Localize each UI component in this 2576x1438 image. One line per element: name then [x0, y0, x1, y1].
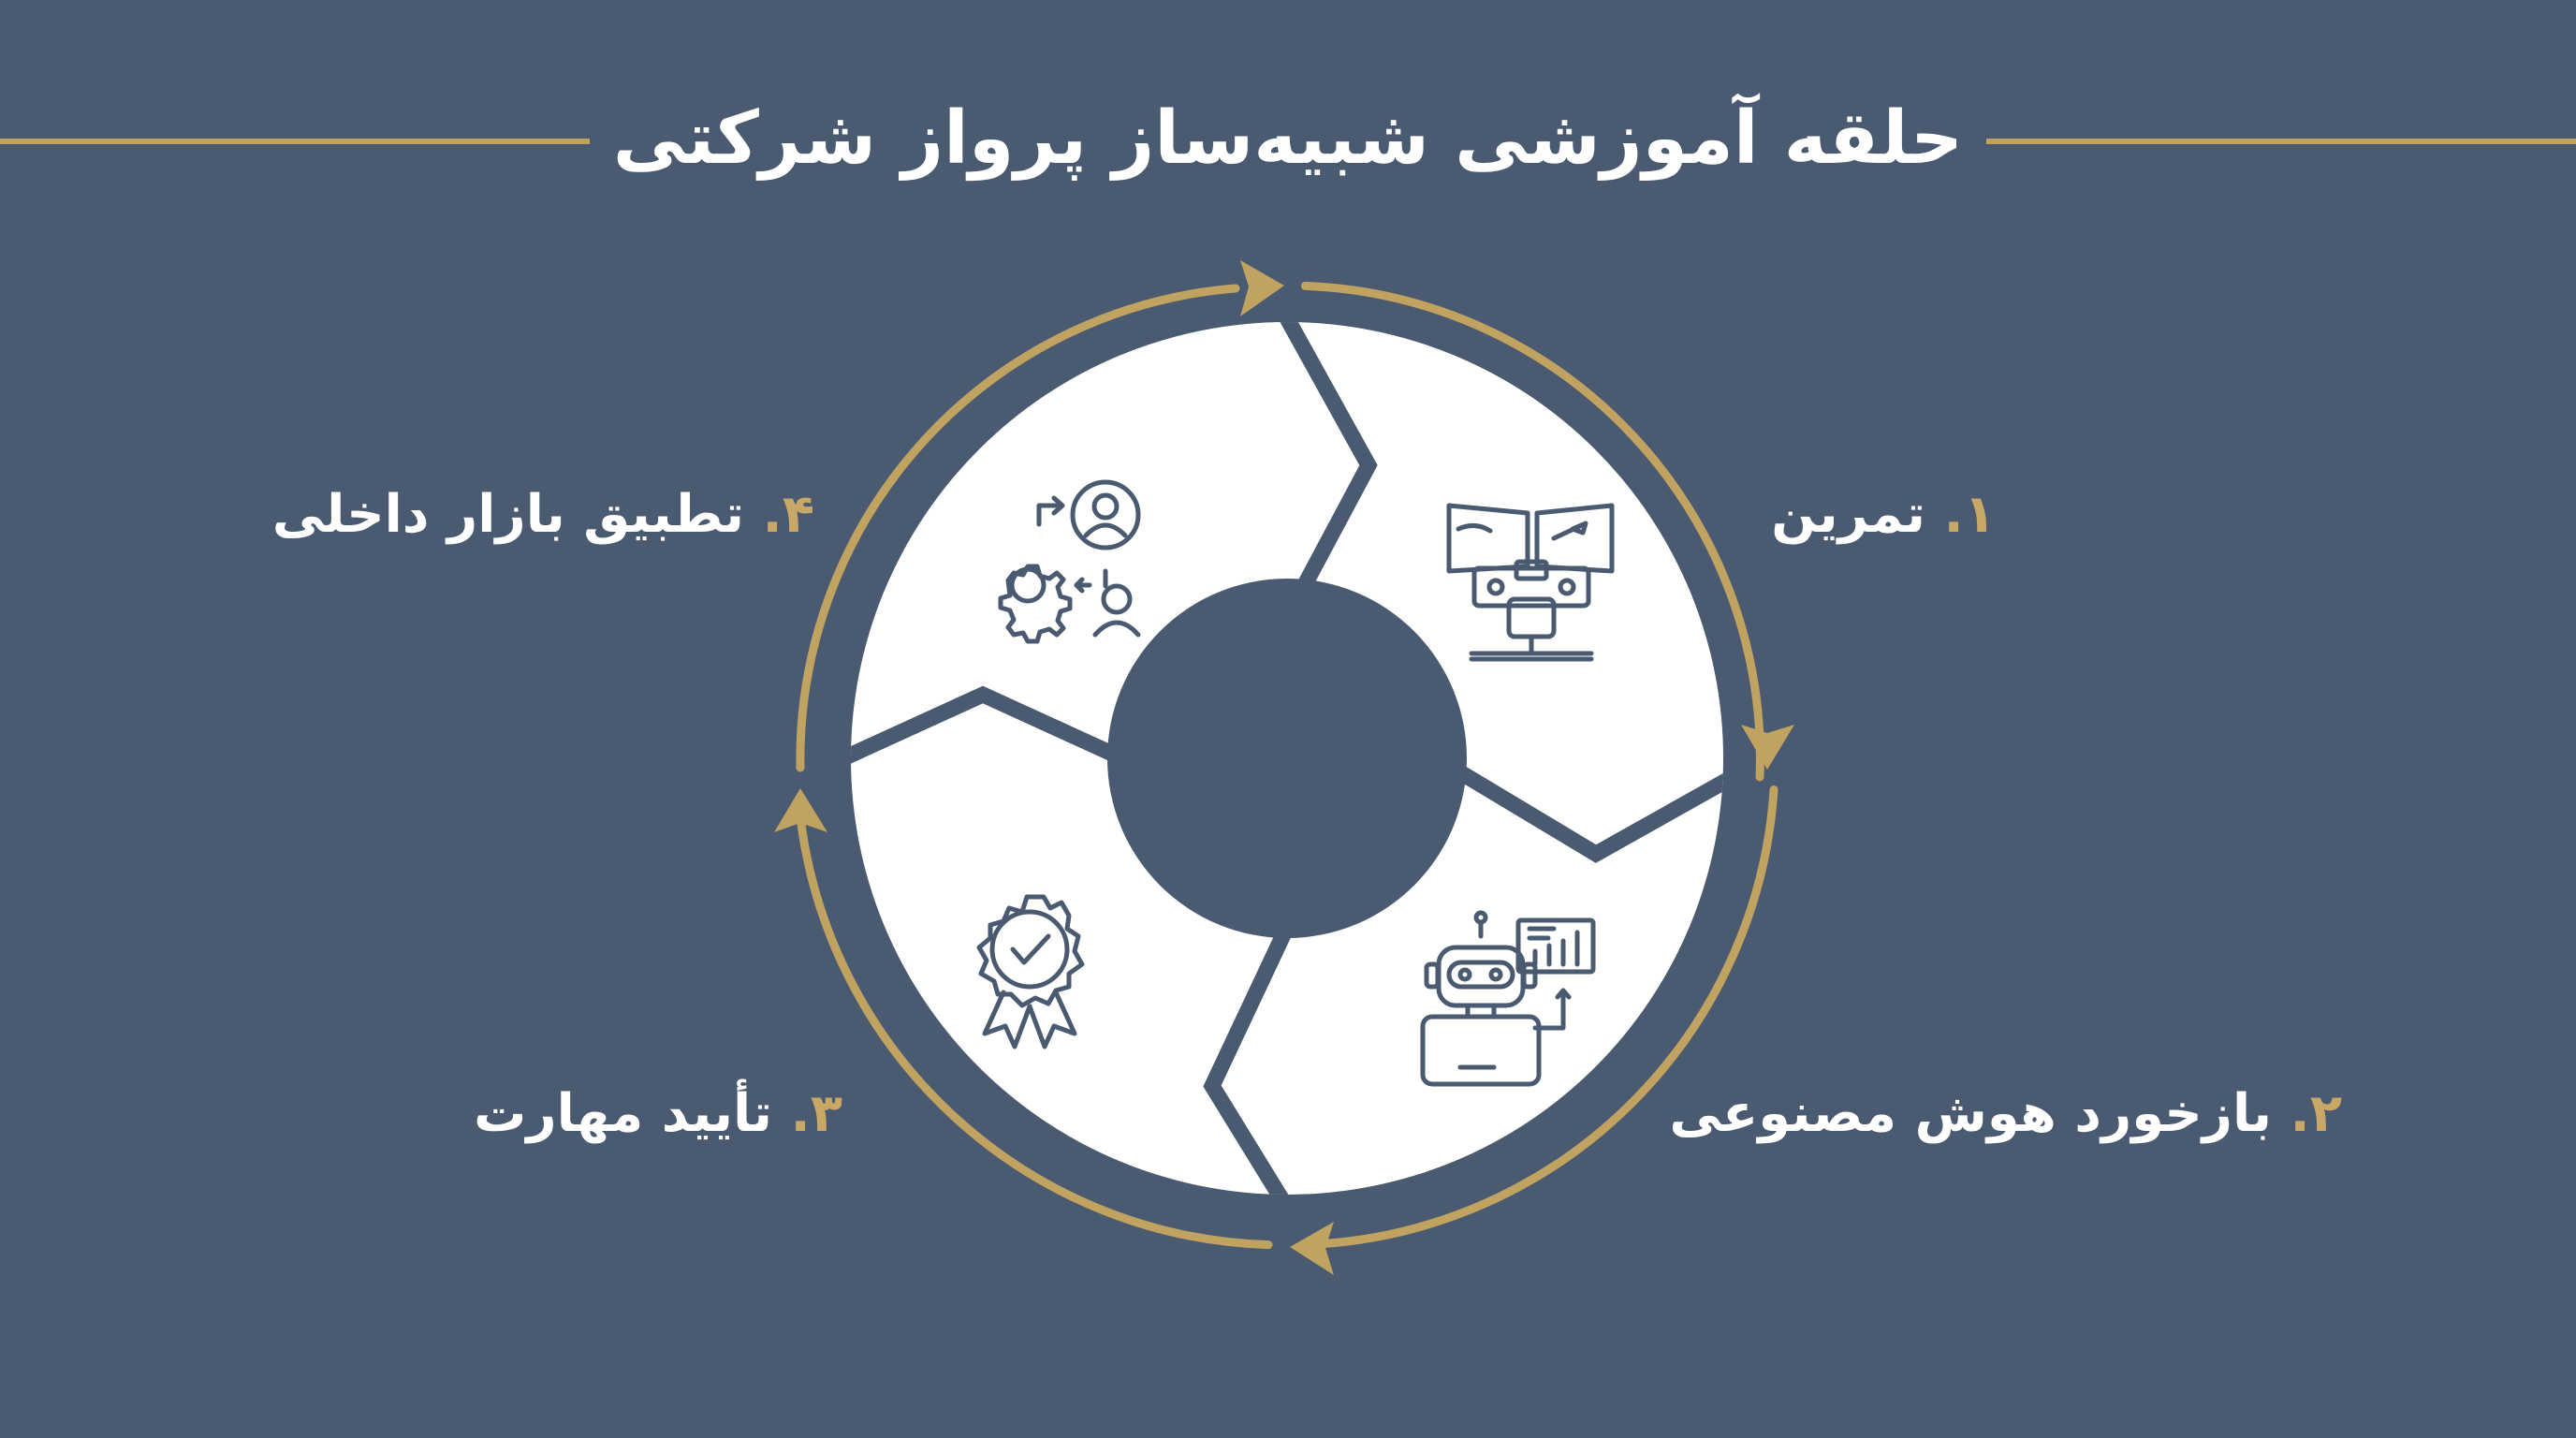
- arrowhead-bottom: [1290, 1222, 1334, 1275]
- step-3-text: تأیید مهارت: [474, 1083, 773, 1144]
- arrowhead-top: [1240, 260, 1284, 316]
- page-title: حلقه آموزشی شبیه‌ساز پرواز شرکتی: [612, 96, 1964, 181]
- step-4-text: تطبیق بازار داخلی: [271, 484, 745, 545]
- title-rule-right: [1986, 139, 2576, 144]
- step-3-label: ۳. تأیید مهارت: [468, 1081, 842, 1147]
- step-2-number: ۲.: [2290, 1083, 2342, 1144]
- wheel-dividers: [851, 322, 1723, 1195]
- step-1-number: ۱.: [1943, 484, 1996, 545]
- flight-simulator-cockpit-icon: [1446, 503, 1615, 662]
- step-2-label: ۲. بازخورد هوش مصنوعی: [1669, 1081, 2342, 1147]
- title-rule-left: [0, 139, 590, 144]
- ring-arc-top-left: [796, 284, 1240, 772]
- arrowhead-right: [1741, 725, 1794, 770]
- divider-top: [1280, 322, 1378, 623]
- divider-left: [851, 685, 1136, 770]
- divider-right: [1432, 751, 1723, 863]
- ring-arc-bottom-left: [796, 813, 1273, 1250]
- gear-user-adaptation-icon: [998, 479, 1141, 644]
- cycle-ring: [796, 281, 1778, 1250]
- ring-arc-bottom-right: [1316, 785, 1778, 1249]
- step-1-text: تمرین: [1771, 484, 1926, 545]
- certified-badge-icon: [976, 894, 1085, 1049]
- step-3-number: ۳.: [790, 1083, 842, 1144]
- step-4-label: ۴. تطبیق بازار داخلی: [272, 482, 814, 548]
- step-2-text: بازخورد هوش مصنوعی: [1669, 1083, 2273, 1144]
- step-1-label: ۱. تمرین: [1771, 482, 1996, 548]
- step-4-number: ۴.: [762, 484, 814, 545]
- arrowhead-left: [774, 788, 827, 832]
- divider-bottom: [1203, 923, 1295, 1195]
- ai-robot-analytics-icon: [1420, 910, 1596, 1087]
- cycle-arrows: [774, 260, 1794, 1275]
- wheel-hub: [1107, 579, 1467, 938]
- ring-arc-top-right: [1300, 281, 1764, 782]
